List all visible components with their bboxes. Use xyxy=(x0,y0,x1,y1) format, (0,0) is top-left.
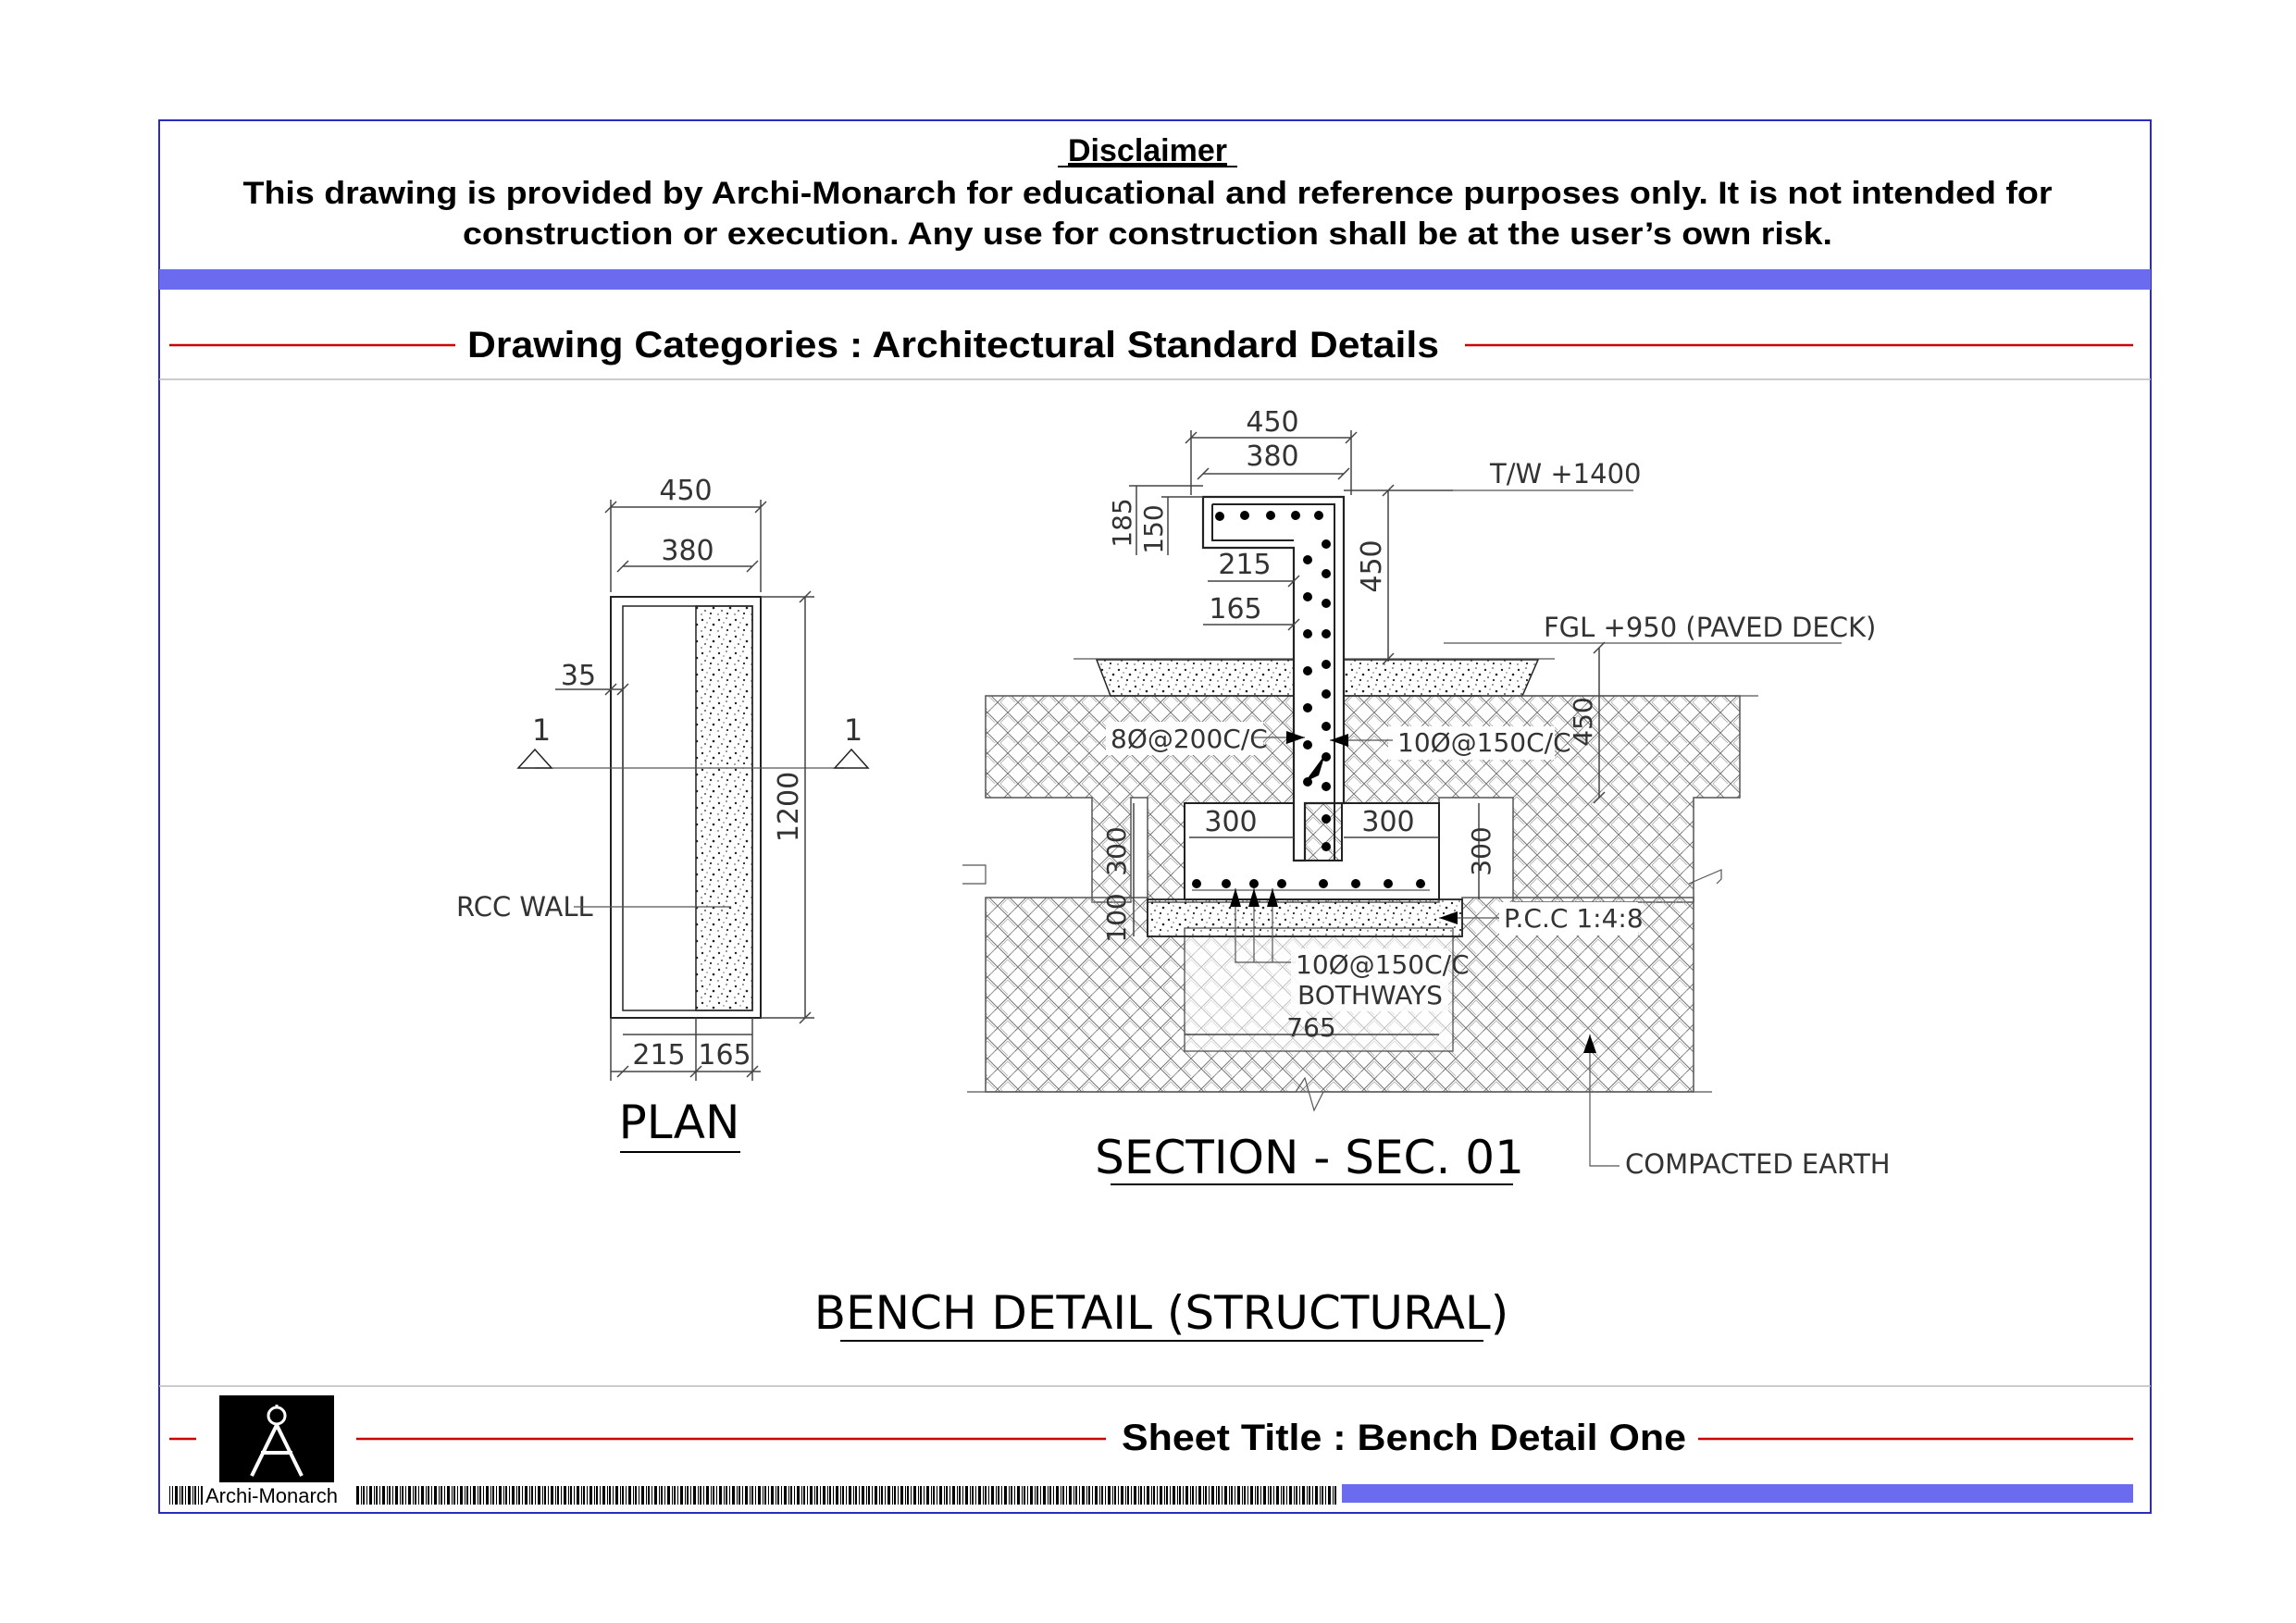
section-dim-165: 165 xyxy=(1209,593,1261,626)
plan-rcc-wall-hatch xyxy=(695,605,753,1011)
section-dim-185: 185 xyxy=(1107,498,1137,547)
section-bothways: BOTHWAYS xyxy=(1297,980,1443,1010)
section-dim-450-side: 450 xyxy=(1356,539,1388,592)
section-rebar-dots xyxy=(1192,511,1425,888)
section-rebar-left: 8Ø@200C/C xyxy=(1111,724,1268,754)
drawing-title: BENCH DETAIL (STRUCTURAL) xyxy=(814,1286,1509,1340)
plan-dim-165: 165 xyxy=(698,1039,751,1072)
section-dim-100: 100 xyxy=(1101,893,1132,942)
section-view: 450 380 185 150 215 165 450 T/W +1400 FG… xyxy=(962,406,1891,1185)
plan-dim-450: 450 xyxy=(659,475,712,507)
plan-dim-35: 35 xyxy=(561,660,596,692)
section-fgl-level: FGL +950 (PAVED DECK) xyxy=(1544,612,1876,643)
footer-band xyxy=(1342,1484,2133,1503)
plan-dim-380: 380 xyxy=(661,535,714,567)
plan-title: PLAN xyxy=(619,1096,740,1149)
section-dim-380-top: 380 xyxy=(1246,440,1298,473)
disclaimer-heading: Disclaimer xyxy=(1068,133,1227,168)
section-title: SECTION - SEC. 01 xyxy=(1095,1131,1524,1184)
section-pcc-bed xyxy=(1147,898,1463,937)
disclaimer-line-2: construction or execution. Any use for c… xyxy=(463,217,1832,252)
section-wall-stem xyxy=(1201,495,1346,862)
section-dim-300-vertical-right: 300 xyxy=(1466,826,1496,875)
plan-section-mark-left: 1 xyxy=(532,712,551,748)
section-compacted-earth-label: COMPACTED EARTH xyxy=(1625,1148,1891,1180)
logo-text: Archi-Monarch xyxy=(205,1484,338,1507)
section-dim-450-top: 450 xyxy=(1246,406,1298,439)
logo xyxy=(219,1395,334,1482)
sheet-border xyxy=(158,119,2152,1514)
section-dim-300-left: 300 xyxy=(1204,806,1257,838)
section-rebar-right: 10Ø@150C/C xyxy=(1397,727,1571,758)
barcode-left xyxy=(169,1486,203,1505)
plan-rcc-wall-label: RCC WALL xyxy=(456,891,593,923)
barcode-strip xyxy=(356,1486,1337,1505)
plan-section-mark-right: 1 xyxy=(844,712,863,748)
section-pcc-label: P.C.C 1:4:8 xyxy=(1504,903,1644,934)
plan-outer-outline xyxy=(610,596,762,1019)
section-dim-765: 765 xyxy=(1286,1012,1335,1043)
disclaimer-line-1: This drawing is provided by Archi-Monarc… xyxy=(243,176,2053,211)
section-dim-300-right: 300 xyxy=(1361,806,1414,838)
plan-view: 450 380 35 1 1 1200 RCC WALL 215 165 PLA… xyxy=(456,475,870,1153)
section-dim-150: 150 xyxy=(1138,504,1169,553)
sheet-title: Sheet Title : Bench Detail One xyxy=(1122,1418,1686,1458)
section-dim-450-right: 450 xyxy=(1568,697,1598,746)
section-tw-level: T/W +1400 xyxy=(1489,458,1641,489)
category-label: Drawing Categories : Architectural Stand… xyxy=(467,325,1439,365)
section-dim-300-vertical-left: 300 xyxy=(1101,826,1132,875)
plan-dim-1200: 1200 xyxy=(773,772,805,842)
disclaimer-band xyxy=(159,269,2151,290)
section-bottom-rebar: 10Ø@150C/C xyxy=(1296,949,1470,980)
section-dim-215: 215 xyxy=(1218,549,1271,581)
plan-dim-215: 215 xyxy=(632,1039,685,1072)
